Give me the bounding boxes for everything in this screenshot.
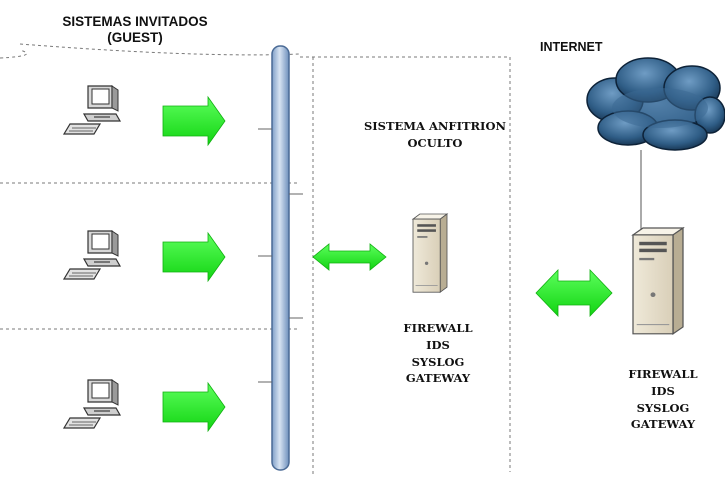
host-title: SISTEMA ANFITRION OCULTO xyxy=(355,119,515,151)
bus-host-double-arrow-icon xyxy=(312,243,387,271)
host-internet-double-arrow-icon xyxy=(535,269,613,317)
guest-title-line-2: (GUEST) xyxy=(107,30,163,46)
guest-3-arrow-icon xyxy=(162,381,226,433)
guest-title: SISTEMAS INVITADOS (GUEST) xyxy=(40,14,230,46)
internet-service-gateway: GATEWAY xyxy=(630,417,696,432)
internet-cloud-icon xyxy=(586,57,725,151)
internet-service-ids: IDS xyxy=(651,383,675,398)
internet-service-firewall: FIREWALL xyxy=(628,367,698,381)
guest-title-line-1: SISTEMAS INVITADOS xyxy=(62,14,208,29)
host-service-syslog: SYSLOG xyxy=(411,354,465,369)
host-server-icon xyxy=(412,213,448,293)
guest-computer-1-icon xyxy=(63,85,121,135)
internet-service-syslog: SYSLOG xyxy=(636,400,690,415)
guest-2-arrow-icon xyxy=(162,231,226,283)
host-service-gateway: GATEWAY xyxy=(405,371,471,386)
top-left-divider xyxy=(0,49,28,59)
internet-label: INTERNET xyxy=(540,40,603,54)
network-bus xyxy=(258,45,303,471)
host-title-line-2: OCULTO xyxy=(407,135,463,150)
guest-computer-2-icon xyxy=(63,230,121,280)
internet-server-icon xyxy=(632,227,684,335)
guest-1-arrow-icon xyxy=(162,95,226,147)
guest-computer-3-icon xyxy=(63,379,121,429)
host-services: FIREWALL IDS SYSLOG GATEWAY xyxy=(383,321,493,386)
host-service-ids: IDS xyxy=(426,337,450,352)
internet-services: FIREWALL IDS SYSLOG GATEWAY xyxy=(608,367,718,432)
host-service-firewall: FIREWALL xyxy=(403,321,473,335)
host-title-line-1: SISTEMA ANFITRION xyxy=(364,119,506,133)
